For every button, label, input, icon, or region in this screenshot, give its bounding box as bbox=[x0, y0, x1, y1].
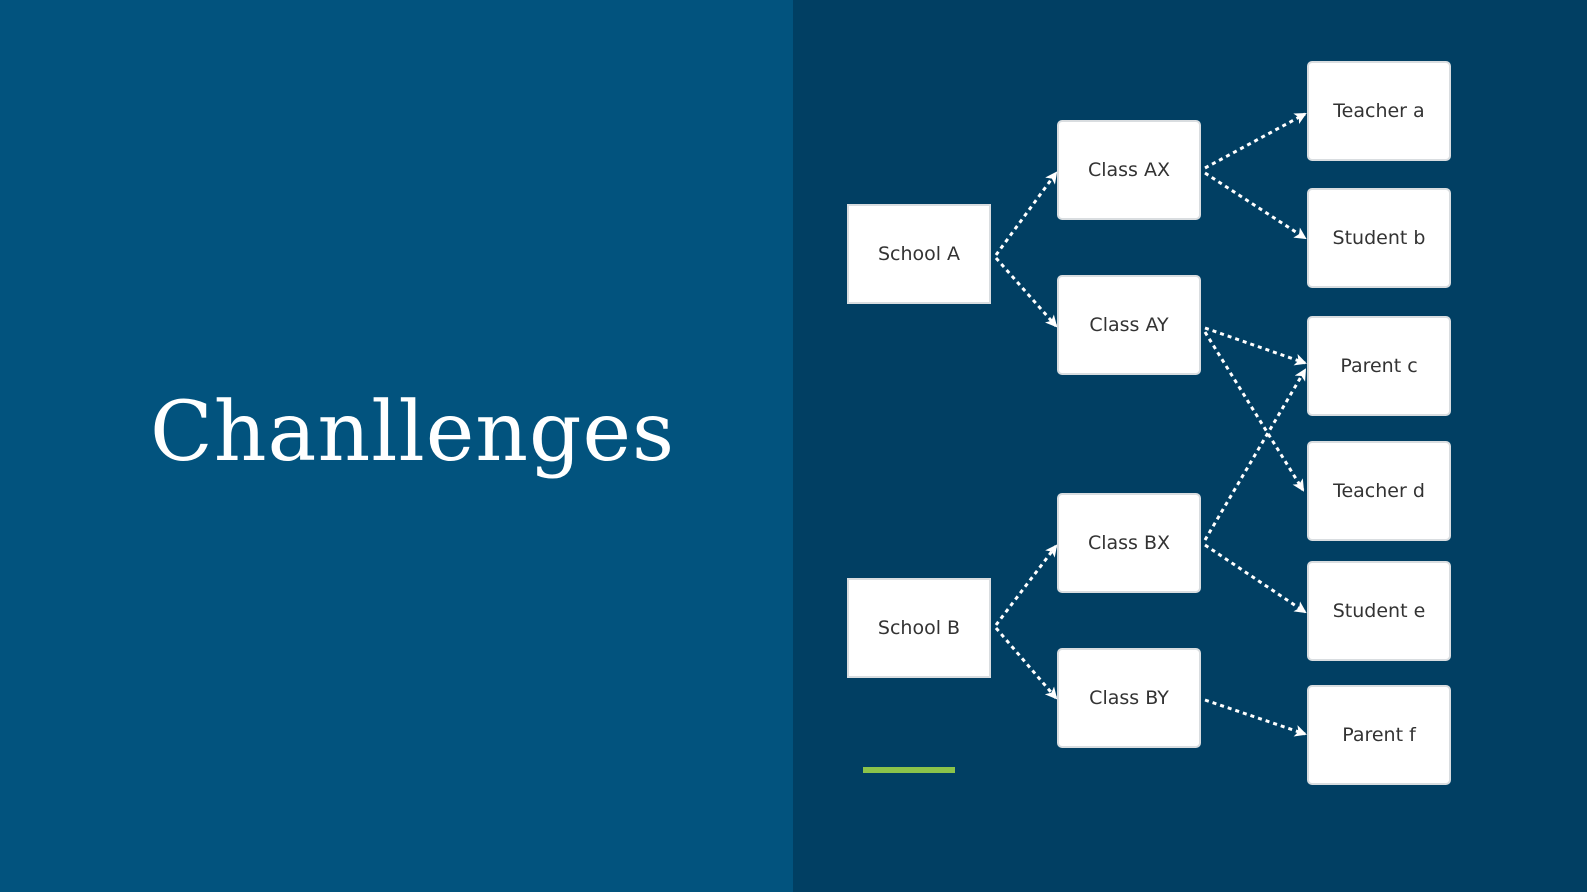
node-teacher-a: Teacher a bbox=[1307, 61, 1451, 161]
node-parent-c: Parent c bbox=[1307, 316, 1451, 416]
node-class-bx: Class BX bbox=[1057, 493, 1201, 593]
node-class-by: Class BY bbox=[1057, 648, 1201, 748]
accent-bar bbox=[863, 767, 955, 773]
node-student-b: Student b bbox=[1307, 188, 1451, 288]
slide-title: Chanllenges bbox=[150, 385, 676, 480]
node-school-b: School B bbox=[847, 578, 991, 678]
left-panel bbox=[0, 0, 793, 892]
node-teacher-d: Teacher d bbox=[1307, 441, 1451, 541]
node-student-e: Student e bbox=[1307, 561, 1451, 661]
node-class-ay: Class AY bbox=[1057, 275, 1201, 375]
node-school-a: School A bbox=[847, 204, 991, 304]
node-parent-f: Parent f bbox=[1307, 685, 1451, 785]
node-class-ax: Class AX bbox=[1057, 120, 1201, 220]
